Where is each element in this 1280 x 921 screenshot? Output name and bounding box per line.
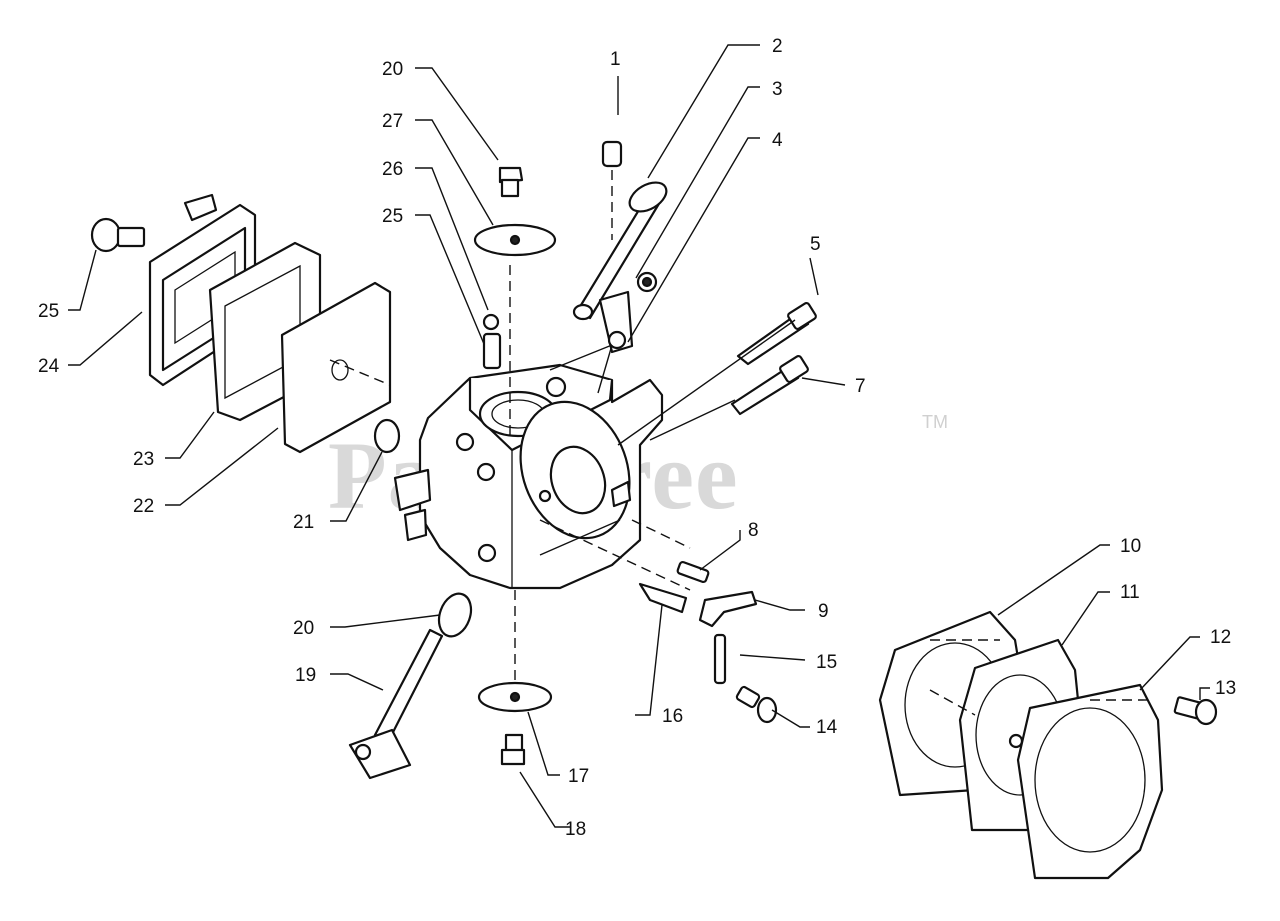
- part-8-pin: [676, 560, 710, 584]
- callout-18-top: 20: [382, 59, 403, 80]
- part-5-needle-screw: [736, 302, 817, 366]
- part-20-spring: [437, 592, 473, 638]
- callout-8: 8: [748, 520, 759, 541]
- callout-23: 23: [133, 449, 154, 470]
- part-13-screw: [1173, 696, 1218, 726]
- part-26-spring: [482, 332, 502, 370]
- part-28-disc: [473, 223, 557, 257]
- callout-2: 2: [772, 36, 783, 57]
- callout-20: 20: [293, 618, 314, 639]
- alignment-lines: [329, 170, 1150, 716]
- part-19-choke-shaft: [348, 628, 444, 780]
- part-14-screw: [735, 685, 778, 724]
- part-3-screw: [636, 271, 658, 293]
- part-9-lever: [698, 590, 758, 628]
- part-22-diaphragm: [280, 281, 392, 454]
- callout-19: 19: [295, 665, 316, 686]
- callout-16: 16: [662, 706, 683, 727]
- callout-7: 7: [855, 376, 866, 397]
- part-7-needle-screw: [730, 355, 809, 416]
- callout-10: 10: [1120, 536, 1141, 557]
- callout-9: 9: [818, 601, 829, 622]
- part-4-lever: [598, 290, 634, 354]
- part-12-cover: [1016, 683, 1164, 880]
- leader-lines: [68, 44, 1210, 828]
- callout-15: 15: [816, 652, 837, 673]
- callout-3: 3: [772, 79, 783, 100]
- part-16-needle: [638, 582, 688, 614]
- callout-21: 21: [293, 512, 314, 533]
- part-15-pin: [713, 633, 727, 685]
- callout-25: 25: [38, 301, 59, 322]
- callout-12: 12: [1210, 627, 1231, 648]
- callout-18-bottom: 18: [565, 819, 586, 840]
- part-2-throttle-shaft: [572, 181, 668, 321]
- carburetor-body: [393, 363, 664, 590]
- part-25-screw: [90, 217, 146, 253]
- callout-11: 11: [1120, 582, 1140, 603]
- callout-17: 17: [568, 766, 589, 787]
- part-1-plug: [601, 140, 623, 168]
- part-27-ball: [482, 313, 500, 331]
- part-21-filter: [373, 418, 401, 454]
- watermark-trademark: TM: [922, 412, 948, 432]
- part-18-screw-top: [498, 166, 524, 198]
- callout-14: 14: [816, 717, 838, 738]
- part-18-screw-bottom: [500, 733, 526, 766]
- callout-28: 27: [382, 111, 403, 132]
- callout-27: 26: [382, 159, 403, 180]
- callout-4: 4: [772, 130, 783, 151]
- callout-5: 5: [810, 234, 821, 255]
- callout-labels: 20 27 26 25 1 2 3 4 5 7 8 9 10 11 12 13 …: [38, 36, 1236, 840]
- callout-1: 1: [610, 49, 621, 70]
- callout-22: 22: [133, 496, 154, 517]
- callout-24: 24: [38, 356, 60, 377]
- callout-26: 25: [382, 206, 403, 227]
- part-17-disc: [477, 681, 553, 713]
- callout-13: 13: [1215, 678, 1236, 699]
